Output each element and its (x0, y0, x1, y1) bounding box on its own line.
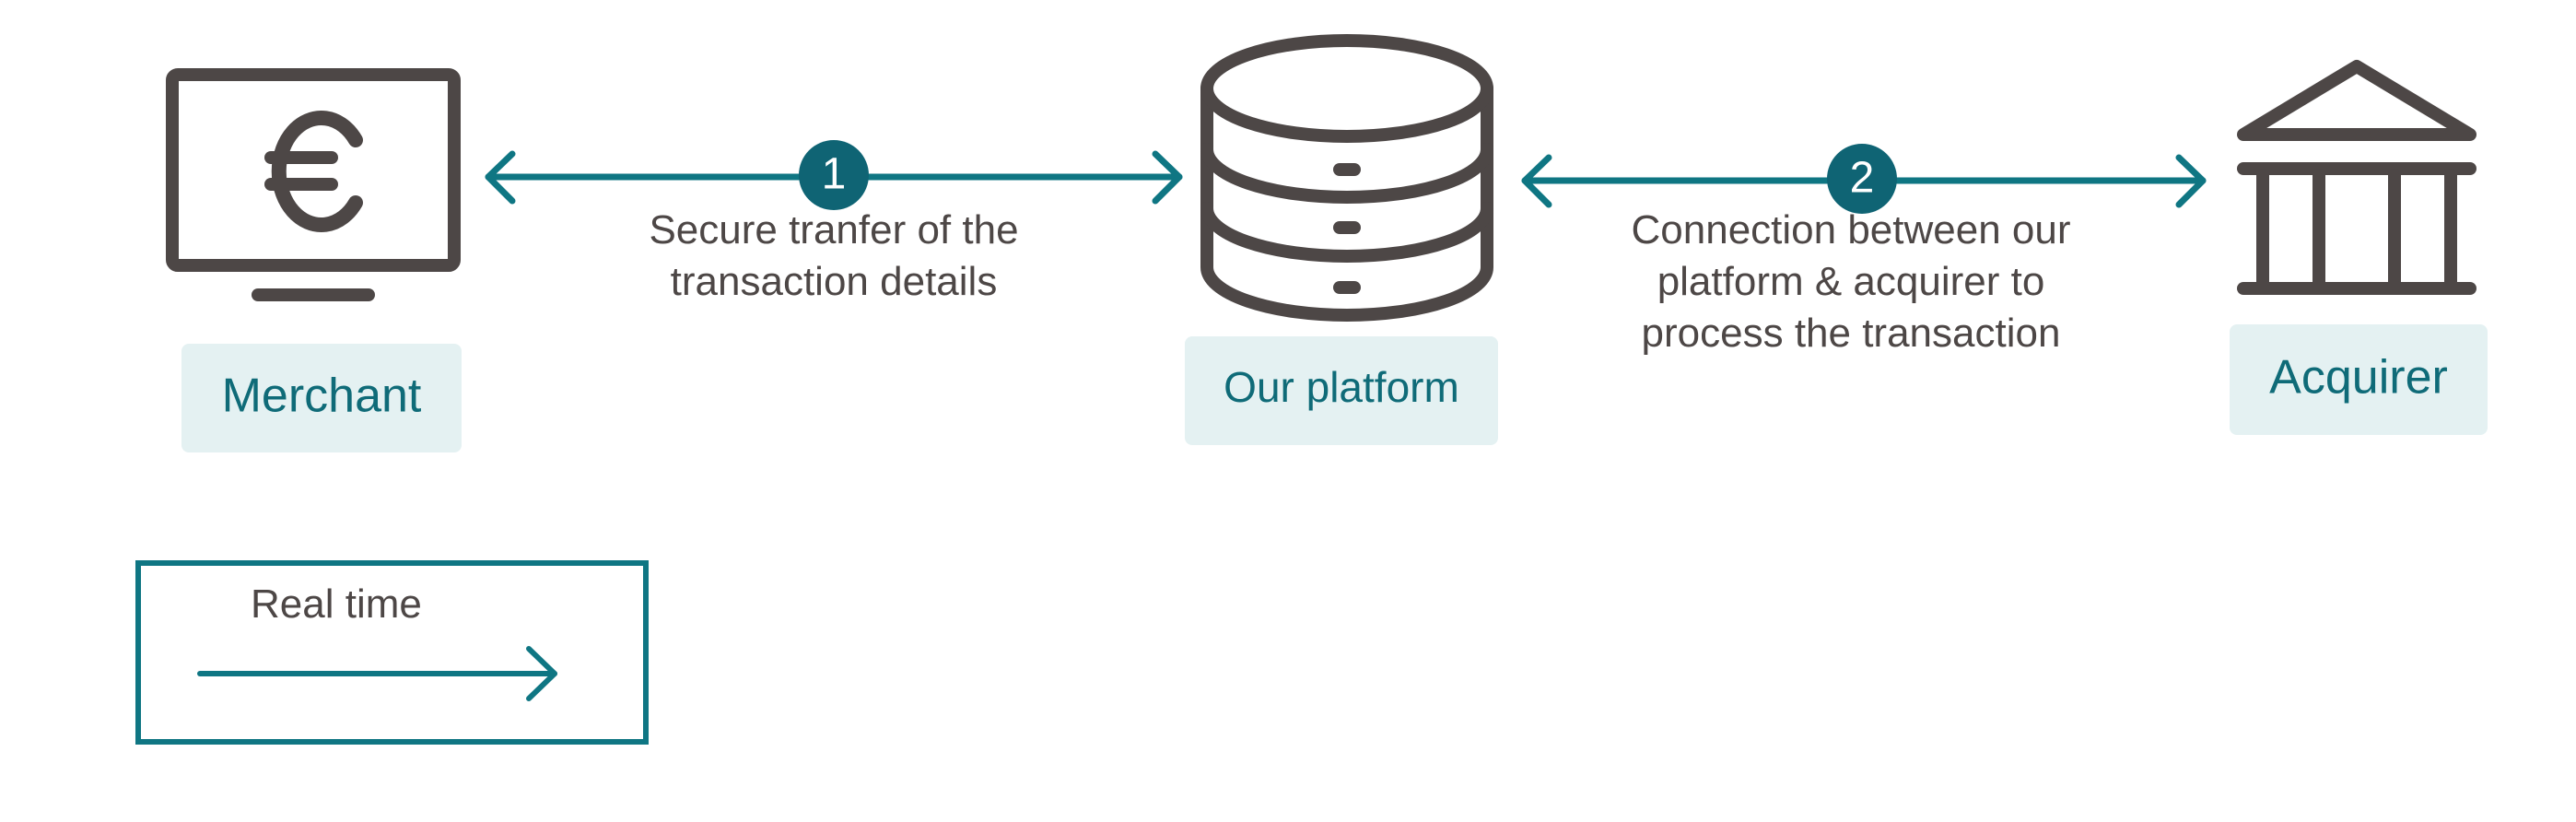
step-2-number-circle (1827, 144, 1897, 214)
step-2-number: 2 (1850, 154, 1875, 203)
step-1-arrow: 1 (485, 140, 1183, 210)
step-2-description-line-2: platform & acquirer to (1657, 259, 2045, 304)
legend-label: Real time (251, 581, 422, 627)
database-icon (1200, 34, 1493, 322)
merchant-node: Merchant (181, 344, 462, 452)
acquirer-node: Acquirer (2230, 324, 2488, 435)
legend-arrow-icon (197, 646, 557, 701)
step-2-description-line-3: process the transaction (1642, 311, 2061, 356)
legend-box (135, 560, 649, 745)
euro-monitor-icon (166, 68, 461, 301)
platform-label: Our platform (1224, 363, 1459, 411)
bank-icon (2237, 60, 2476, 295)
step-1-number: 1 (822, 150, 847, 199)
legend: Real time (135, 560, 649, 745)
step-2-description-line-1: Connection between our (1632, 207, 2071, 252)
step-1-description-line-1: Secure tranfer of the (649, 207, 1018, 252)
acquirer-label: Acquirer (2269, 351, 2448, 405)
step-1-description-line-2: transaction details (671, 259, 998, 304)
merchant-label: Merchant (222, 370, 422, 423)
step-1-number-circle (799, 140, 869, 210)
platform-node: Our platform (1185, 336, 1498, 445)
step-2-arrow: 2 (1521, 144, 2207, 214)
